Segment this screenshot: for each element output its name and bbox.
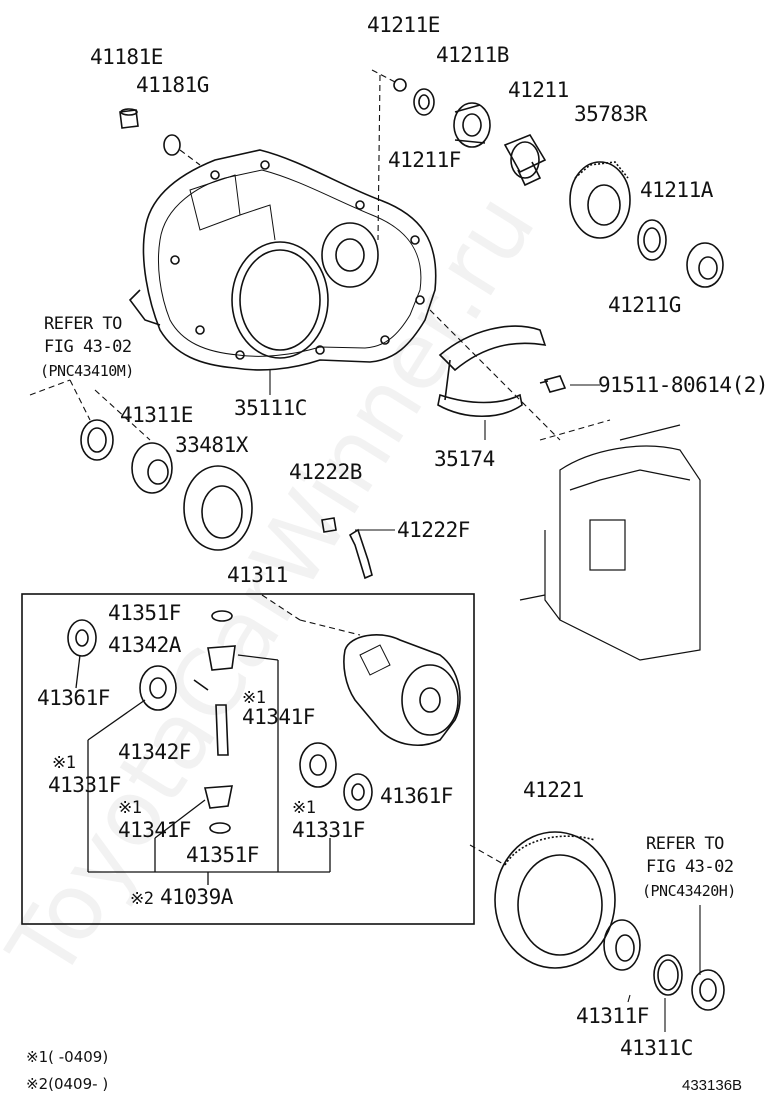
bolt-41222B-drawing: [321, 517, 337, 533]
differential-detail-box: [21, 593, 475, 925]
label-41331F-a: 41331F: [48, 773, 121, 797]
shim-41311C-drawing: [653, 954, 683, 996]
side-gear-41331F-a-drawing: [139, 665, 177, 711]
kit-41039A-bracket: [75, 654, 331, 885]
sensor-41222F-drawing: [348, 528, 373, 580]
label-41341F-b: 41341F: [118, 818, 191, 842]
label-41211F: 41211F: [388, 148, 461, 172]
gear-35783R-drawing: [569, 161, 631, 239]
label-41211A: 41211A: [640, 178, 713, 202]
footnote-1: ※1( -0409): [26, 1048, 109, 1066]
label-41361F-b: 41361F: [380, 784, 453, 808]
refer-right-line2: FIG 43-02: [646, 857, 734, 877]
label-35174: 35174: [434, 447, 495, 471]
label-41211G: 41211G: [608, 293, 681, 317]
washer-41351F-a-drawing: [211, 610, 233, 622]
label-41221: 41221: [523, 778, 584, 802]
ring-gear-41221-drawing: [494, 831, 616, 969]
washer-41181G-drawing: [163, 134, 181, 156]
note-mark-41331F-a: ※1: [52, 753, 76, 773]
label-41342A: 41342A: [108, 633, 181, 657]
label-41311F: 41311F: [576, 1004, 649, 1028]
pinion-41341F-a-drawing: [207, 645, 236, 671]
plug-41211E-drawing: [393, 78, 407, 92]
bolt-91511-drawing: [539, 375, 567, 393]
pin-41342A-drawing: [193, 679, 209, 691]
label-91511-80614: 91511-80614(2): [598, 373, 768, 397]
note-mark-41331F-b: ※1: [292, 798, 316, 818]
label-41181G: 41181G: [136, 73, 209, 97]
refer-left-line3: (PNC43410M): [40, 362, 134, 380]
label-41342F: 41342F: [118, 740, 191, 764]
washer-41351F-b-drawing: [209, 822, 231, 834]
diagram-code: 433136B: [682, 1077, 743, 1094]
label-35111C: 35111C: [234, 396, 307, 420]
plug-41181E-drawing: [119, 108, 139, 129]
oil-seal-41211F-drawing: [413, 88, 435, 116]
label-41222F: 41222F: [397, 518, 470, 542]
cover-41222F-left-drawing: [183, 465, 253, 551]
label-41039A: 41039A: [160, 885, 233, 909]
refer-left-line2: FIG 43-02: [44, 337, 132, 357]
label-41211E: 41211E: [367, 13, 440, 37]
label-41331F-b: 41331F: [292, 818, 365, 842]
side-gear-41331F-b-drawing: [299, 742, 337, 788]
label-41311C: 41311C: [620, 1036, 693, 1060]
cover-35174-drawing: [437, 325, 547, 418]
label-35783R: 35783R: [574, 102, 647, 126]
refer-right-line1: REFER TO: [646, 834, 724, 854]
oil-seal-41211G-drawing: [637, 219, 667, 261]
bearing-41211B-drawing: [453, 102, 491, 148]
washer-41361F-a-drawing: [67, 619, 97, 657]
transmission-case-partial-drawing: [519, 424, 701, 661]
gear-41211-drawing: [503, 134, 547, 187]
refer-right-line3: (PNC43420H): [642, 882, 736, 900]
oil-seal-right-drawing: [691, 969, 725, 1011]
label-41181E: 41181E: [90, 45, 163, 69]
label-41361F-a: 41361F: [37, 686, 110, 710]
label-41341F-a: 41341F: [242, 705, 315, 729]
bearing-33481X-drawing: [131, 442, 173, 494]
label-41351F-a: 41351F: [108, 601, 181, 625]
note-mark-41039A: ※2: [130, 889, 154, 909]
bearing-41211A-drawing: [686, 242, 724, 288]
label-41222B: 41222B: [289, 460, 362, 484]
bearing-41311F-drawing: [603, 919, 641, 971]
washer-41361F-b-drawing: [343, 773, 373, 811]
transaxle-case-drawing: [128, 149, 437, 371]
label-41311E: 41311E: [120, 403, 193, 427]
shaft-41342F-drawing: [215, 704, 229, 756]
note-mark-41341F-b: ※1: [118, 798, 142, 818]
note-mark-41341F-a: ※1: [242, 688, 266, 708]
leader-lines: [29, 69, 701, 975]
label-41211: 41211: [508, 78, 569, 102]
label-41351F-b: 41351F: [186, 843, 259, 867]
oil-seal-41311E-drawing: [80, 419, 114, 461]
label-41311: 41311: [227, 563, 288, 587]
pinion-41341F-b-drawing: [203, 785, 233, 809]
refer-left-line1: REFER TO: [44, 314, 122, 334]
footnote-2: ※2(0409- ): [26, 1075, 109, 1093]
label-33481X: 33481X: [175, 433, 248, 457]
differential-case-41311-drawing: [343, 634, 461, 746]
label-41211B: 41211B: [436, 43, 509, 67]
